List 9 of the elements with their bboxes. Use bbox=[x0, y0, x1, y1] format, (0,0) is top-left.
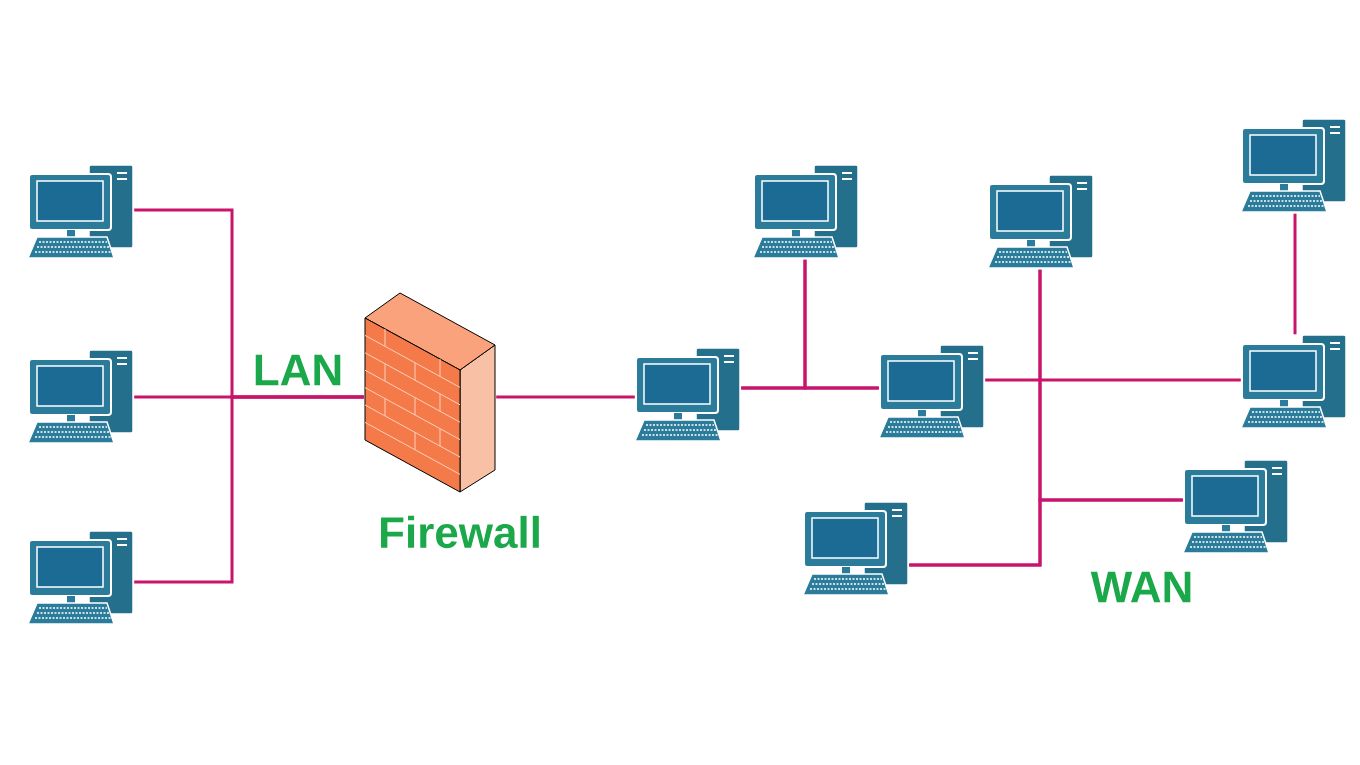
node-label: Firewall bbox=[381, 515, 539, 549]
network-cable bbox=[909, 498, 1183, 567]
network-cable bbox=[1293, 213, 1297, 335]
network-cable bbox=[496, 395, 635, 399]
network-cable bbox=[134, 395, 364, 584]
network-label: WAN bbox=[1090, 571, 1191, 603]
network-label: LAN bbox=[255, 354, 341, 386]
network-cable bbox=[985, 378, 1241, 382]
network-cable bbox=[803, 259, 879, 390]
